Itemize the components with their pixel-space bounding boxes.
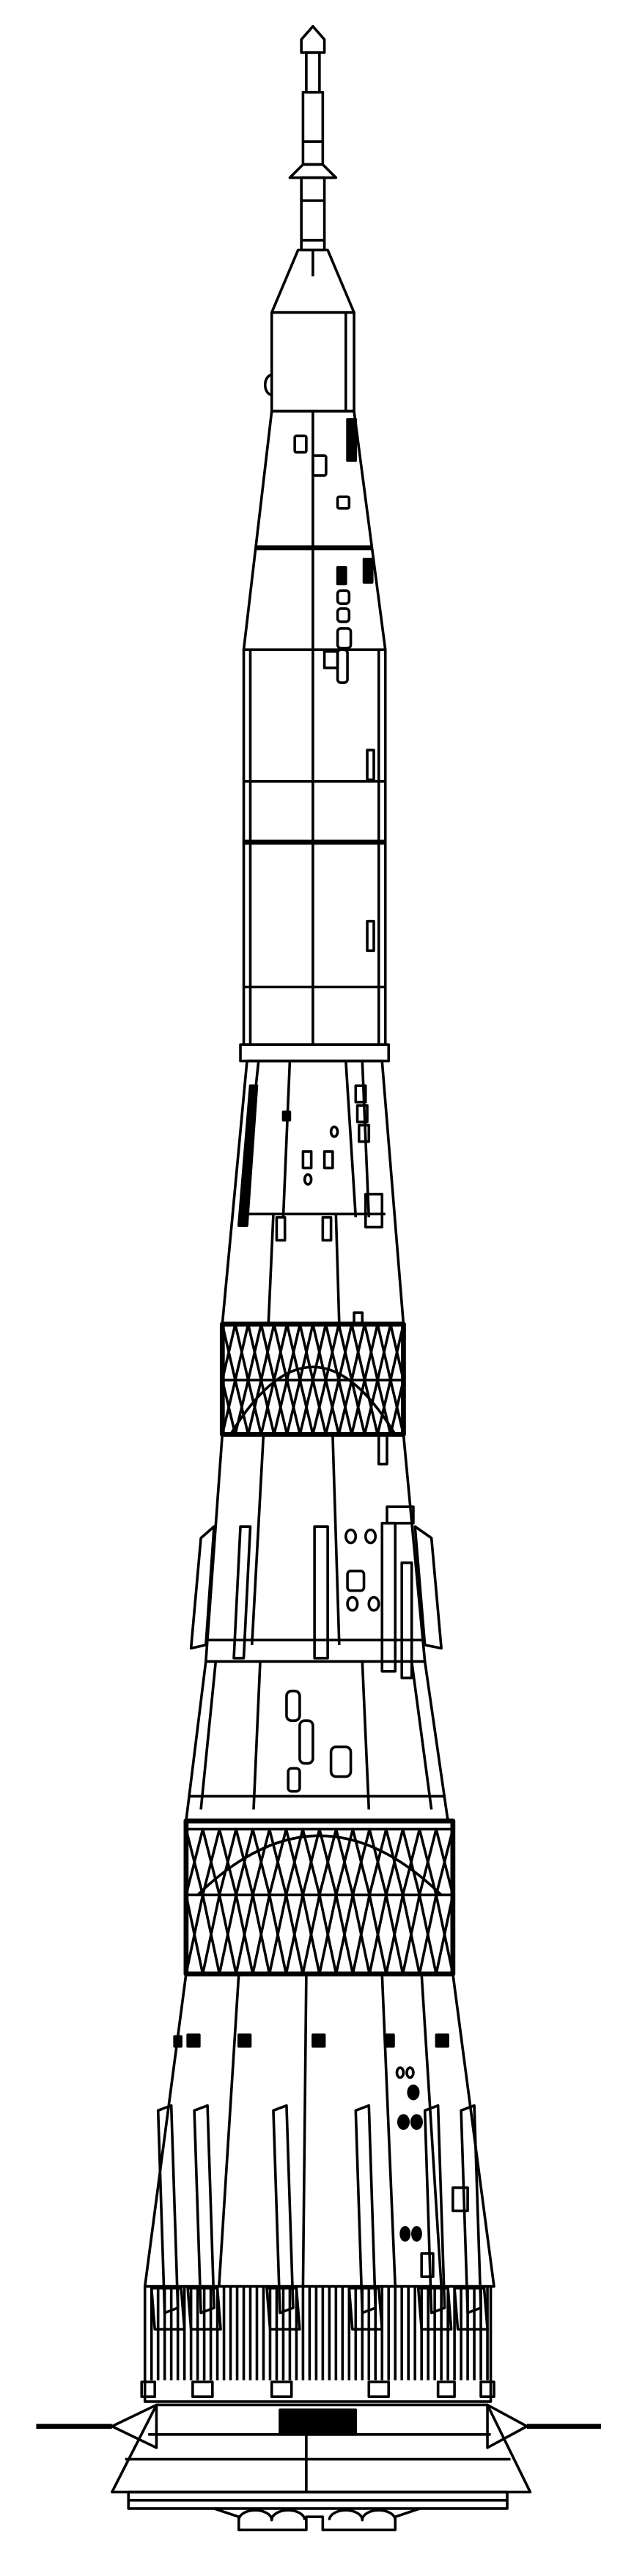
- truss-zigzag: [185, 1827, 454, 1897]
- first-stage: [143, 1972, 495, 2331]
- truss-zigzag: [185, 1893, 454, 1975]
- upper-stage-cone: [242, 409, 387, 684]
- launch-base: [36, 2403, 602, 2531]
- truss-zigzag: [221, 1323, 405, 1382]
- second-stage-lower: [185, 1660, 449, 1822]
- interstage-truss-upper: [219, 1321, 406, 1437]
- engine-fairing-pod: [193, 2104, 215, 2315]
- second-stage: [189, 1433, 443, 1679]
- truss-zigzag: [221, 1378, 405, 1436]
- nose-fairing: [263, 248, 355, 413]
- engine-fairing-pod: [272, 2104, 295, 2315]
- engine-fairing-pod: [460, 2104, 482, 2315]
- engine-fairing-base: [347, 2287, 384, 2331]
- engine-skirt: [140, 2284, 495, 2403]
- engine-fairing-pod: [156, 2104, 180, 2315]
- interstage-truss-lower: [183, 1818, 456, 1977]
- upper-stage-cylinder: [239, 648, 391, 1063]
- engine-fairing-pod: [354, 2104, 377, 2315]
- third-stage: [221, 1059, 405, 1326]
- engine-fairing-base: [453, 2287, 489, 2331]
- engine-fairing-base: [150, 2287, 186, 2331]
- engine-fairing-pod: [423, 2104, 446, 2315]
- escape-tower: [288, 25, 338, 252]
- truss-zigzag: [185, 1893, 454, 1975]
- truss-zigzag: [185, 1827, 454, 1897]
